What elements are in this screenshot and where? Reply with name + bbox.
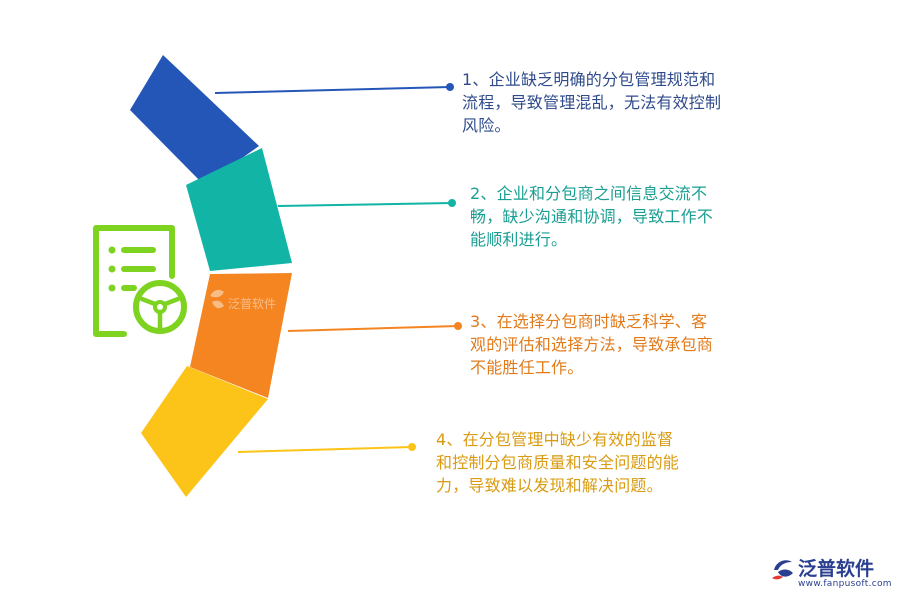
connector-dot-2 <box>448 199 456 207</box>
connector-line-3 <box>287 325 459 332</box>
segment-4 <box>141 366 268 497</box>
connector-line-1 <box>214 86 451 94</box>
item-3-text: 3、在选择分包商时缺乏科学、客 观的评估和选择方法，导致承包商 不能胜任工作。 <box>470 312 714 377</box>
segment-3 <box>190 273 292 398</box>
watermark-text: 泛普软件 <box>228 297 276 311</box>
segment-1 <box>130 55 259 185</box>
document-wheel-icon <box>93 225 187 337</box>
connector-dot-1 <box>446 83 454 91</box>
item-4-text: 4、在分包管理中缺少有效的监督 和控制分包商质量和安全问题的能 力，导致难以发现… <box>436 430 680 495</box>
connector-dot-3 <box>454 322 462 330</box>
item-2-text: 2、企业和分包商之间信息交流不 畅，缺少沟通和协调，导致工作不 能顺利进行。 <box>470 184 714 249</box>
fanpu-logo-icon <box>772 560 793 580</box>
connector-line-4 <box>237 446 413 453</box>
watermark-logo: 泛普软件 <box>210 289 276 311</box>
brand-url: www.fanpusoft.com <box>798 579 892 589</box>
connector-dot-4 <box>408 443 416 451</box>
brand-name: 泛普软件 <box>798 558 875 580</box>
segment-2 <box>186 148 292 271</box>
connector-line-2 <box>277 202 453 207</box>
item-1-text: 1、企业缺乏明确的分包管理规范和 流程，导致管理混乱，无法有效控制 风险。 <box>462 70 722 135</box>
brand-logo-block: 泛普软件 www.fanpusoft.com <box>768 552 896 596</box>
